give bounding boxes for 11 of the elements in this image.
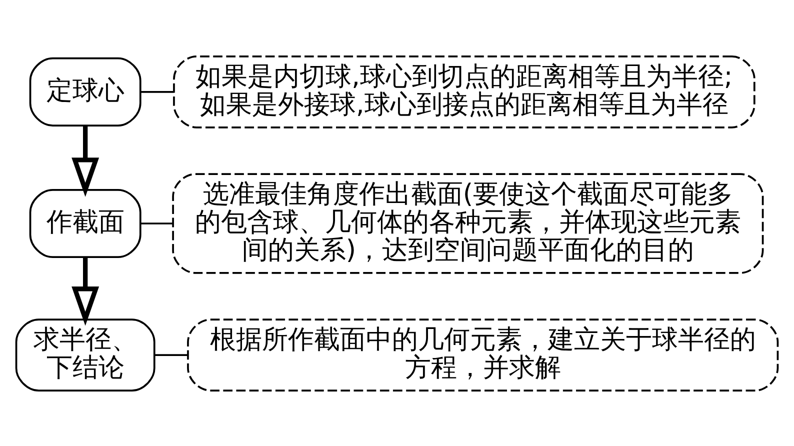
node-box: 如果是内切球,球心到切点的距离相等且为半径;如果是外接球,球心到接点的距离相等且为半径 — [173, 55, 756, 128]
arrow — [72, 126, 100, 196]
node-box: 求半径、下结论 — [15, 318, 156, 391]
connector — [140, 222, 173, 224]
node-box: 定球心 — [29, 56, 142, 126]
node-box: 选准最佳角度作出截面(要使这个截面尽可能多的包含球、几何体的各种元素，并体现这些元素间的关系)，达到空间问题平面化的目的 — [172, 172, 764, 274]
node-box: 根据所作截面中的几何元素，建立关于球半径的方程，并求解 — [187, 318, 779, 391]
connector — [140, 90, 174, 92]
connector — [154, 354, 188, 356]
arrow — [72, 257, 100, 326]
node-box: 作截面 — [29, 188, 142, 258]
